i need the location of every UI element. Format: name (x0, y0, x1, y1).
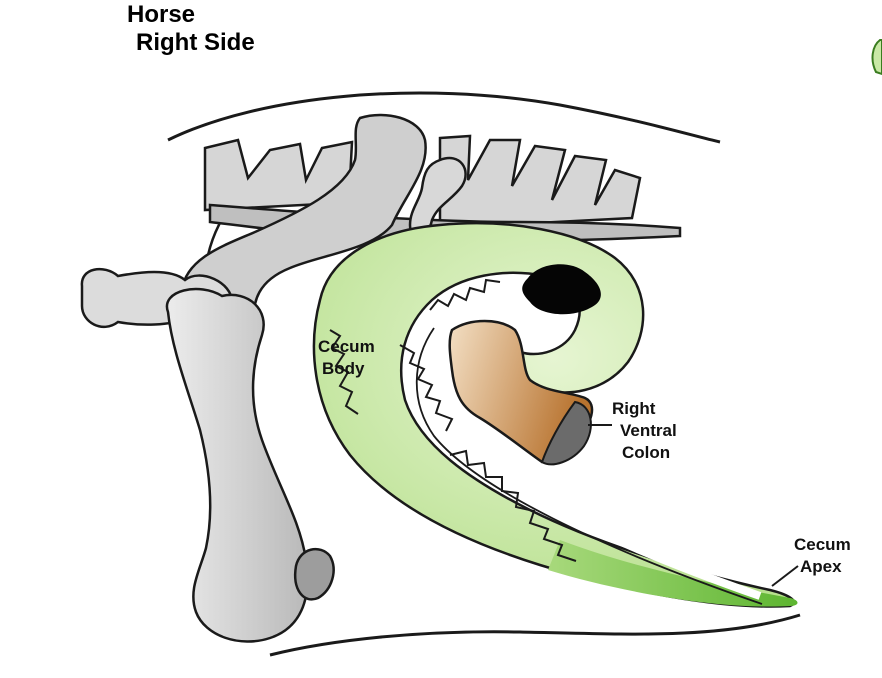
body-outline-back (167, 91, 721, 144)
cecum-inner-gap-outline (415, 327, 763, 605)
femur-bone (165, 287, 309, 643)
cropped-green-edge (871, 39, 882, 76)
leader-line-apex (771, 565, 799, 587)
label-right-ventral-colon: Right Ventral Colon (612, 399, 681, 462)
label-cecum-apex: Cecum Apex (794, 535, 855, 576)
diagram-title-line-1: Horse (127, 1, 196, 28)
diagram-title-line-2: Right Side (136, 29, 255, 56)
right-ventral-colon-opening (540, 400, 592, 466)
cecum-inner-gap (420, 327, 762, 600)
cecum-dark-spot (522, 264, 601, 315)
label-cecum-body: Cecum Body (318, 337, 379, 378)
patella-bone (293, 547, 335, 601)
body-outline-belly (269, 613, 801, 657)
cecum-haustra (329, 278, 577, 562)
